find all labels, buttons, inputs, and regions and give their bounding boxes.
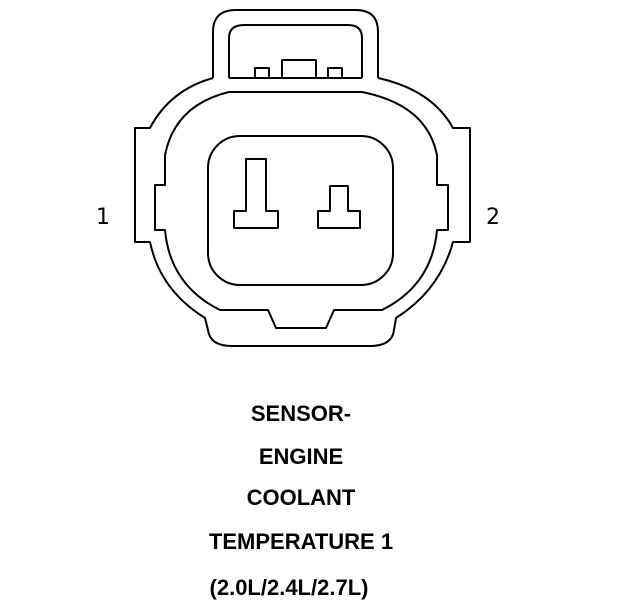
connector-body-outer bbox=[134, 77, 471, 347]
terminal-2 bbox=[317, 185, 361, 229]
caption-line-4: TEMPERATURE 1 bbox=[209, 529, 393, 554]
caption-line-2: ENGINE bbox=[259, 444, 343, 469]
pin-label-1: 1 bbox=[96, 205, 110, 230]
caption-line-1: SENSOR- bbox=[251, 401, 351, 426]
connector-latch bbox=[212, 9, 379, 79]
connector-body-inner bbox=[154, 91, 449, 329]
caption-line-3: COOLANT bbox=[247, 485, 356, 510]
terminal-cavity bbox=[207, 135, 394, 286]
caption-line-5: (2.0L/2.4L/2.7L) bbox=[210, 575, 369, 600]
pin-label-2: 2 bbox=[486, 205, 500, 230]
terminal-1 bbox=[233, 158, 279, 229]
connector-caption: SENSOR- ENGINE COOLANT TEMPERATURE 1 (2.… bbox=[209, 401, 393, 600]
